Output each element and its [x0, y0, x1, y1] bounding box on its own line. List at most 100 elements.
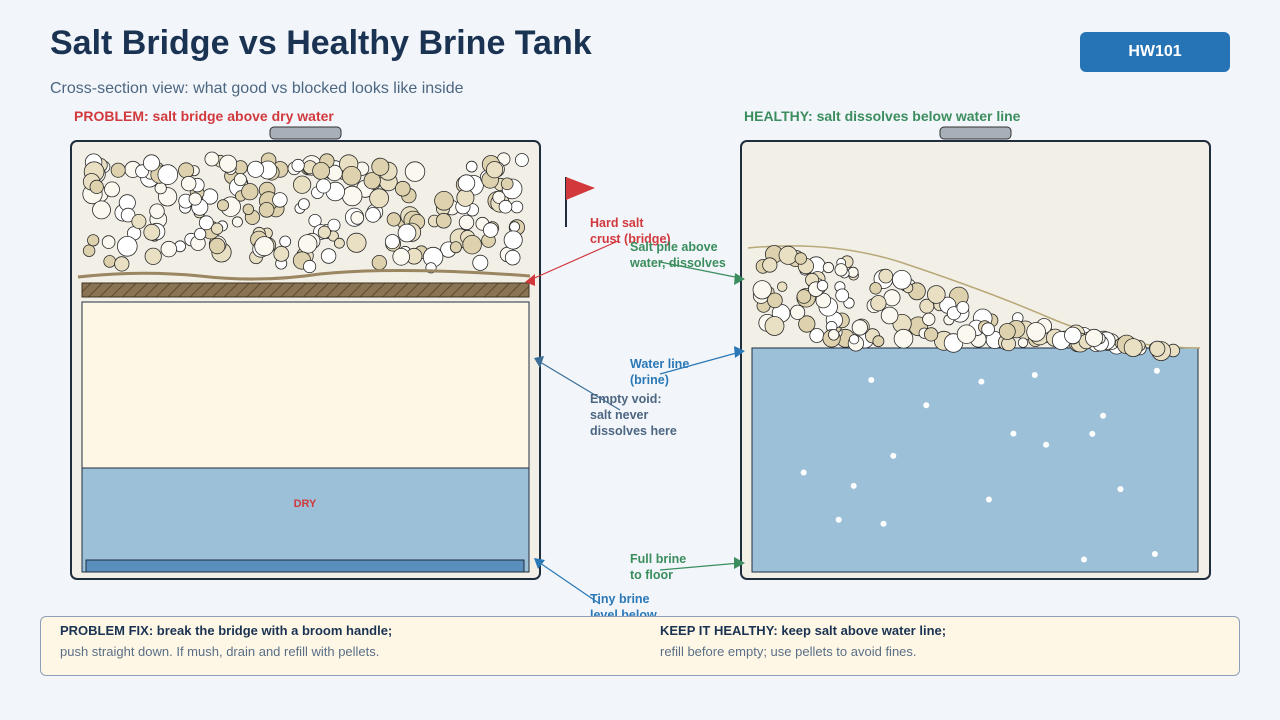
salt-pellet [279, 235, 292, 248]
salt-pellet [87, 234, 100, 247]
water-line-leader [659, 351, 741, 375]
salt-particle [1010, 430, 1017, 437]
salt-pellet [457, 174, 476, 192]
salt-pellet [777, 281, 788, 292]
salt-particle [800, 469, 807, 476]
salt-pellet [142, 154, 160, 172]
salt-pellet [483, 222, 499, 238]
salt-particle [985, 496, 992, 503]
salt-particle [1043, 441, 1050, 448]
salt-pellet [509, 221, 520, 233]
salt-pellet [219, 154, 238, 173]
salt-pellet [816, 280, 829, 292]
dry-label: DRY [294, 498, 317, 510]
salt-pellet [308, 214, 322, 228]
salt-pellet [822, 261, 835, 274]
salt-pile-arrow-icon [734, 273, 745, 285]
salt-pellet [456, 188, 475, 207]
problem-tank-lid [269, 126, 342, 140]
salt-pellet [922, 312, 936, 326]
salt-pellet [144, 247, 162, 265]
salt-pellet [188, 192, 202, 206]
salt-pellet [157, 164, 179, 185]
salt-pellet [149, 203, 165, 219]
salt-particle [1100, 412, 1107, 419]
salt-pellet [247, 160, 265, 178]
salt-pellet [767, 292, 783, 309]
salt-pellet [258, 202, 275, 218]
salt-pellet [1149, 340, 1166, 357]
salt-pellet [796, 289, 812, 304]
healthy-panel-label: HEALTHY: salt dissolves below water line [744, 108, 1021, 124]
void-leader [539, 361, 621, 411]
salt-pellet [835, 288, 850, 303]
salt-pellet [394, 180, 411, 197]
salt-pellet [242, 203, 255, 216]
healthy-note: KEEP IT HEALTHY: keep salt above water l… [660, 623, 946, 659]
salt-pellet [369, 188, 390, 209]
salt-pellet [848, 334, 860, 345]
salt-pellet [341, 166, 362, 186]
course-badge[interactable]: HW101 [1080, 32, 1230, 72]
salt-pellet [1123, 338, 1143, 358]
salt-pellet [101, 235, 116, 249]
salt-pellet [273, 245, 290, 262]
salt-pellet [384, 234, 400, 250]
salt-pellet [178, 162, 195, 179]
problem-fix-text: push straight down. If mush, drain and r… [60, 644, 380, 659]
salt-pellet [515, 153, 529, 167]
salt-pile-callout: Salt pile above water, dissolves [630, 240, 726, 270]
salt-pellet [312, 161, 331, 180]
salt-pellet [392, 247, 411, 266]
salt-pellet [180, 175, 197, 192]
salt-pellet [143, 223, 161, 241]
salt-pellet [870, 295, 887, 312]
salt-particle [880, 520, 887, 527]
salt-particle [1153, 367, 1160, 374]
tiny-brine-callout: Tiny brine level below [590, 592, 657, 617]
salt-pellet [92, 200, 111, 220]
salt-pellet [365, 207, 381, 223]
salt-pellet [485, 161, 504, 179]
salt-particle [1151, 551, 1158, 557]
salt-pellet [809, 328, 825, 343]
salt-pellet [342, 185, 363, 207]
salt-particle [923, 402, 930, 409]
problem-fix-note: PROBLEM FIX: break the bridge with a bro… [60, 623, 392, 659]
salt-pellet [764, 316, 785, 336]
salt-pellet [386, 212, 401, 227]
salt-pellet [500, 177, 514, 191]
salt-pellet [298, 234, 318, 254]
salt-pellet [880, 306, 899, 325]
salt-pellet [789, 304, 806, 320]
salt-pellet [998, 323, 1016, 340]
salt-pellet [291, 158, 305, 173]
salt-pellet [872, 335, 885, 348]
problem-fix-heading: PROBLEM FIX: break the bridge with a bro… [60, 623, 393, 638]
salt-pile-leader [659, 261, 741, 279]
water-line-arrow-icon [734, 346, 745, 358]
salt-pellet [404, 161, 426, 182]
tiny-brine-layer [85, 559, 525, 573]
salt-pellet [363, 172, 381, 190]
salt-pellet [449, 241, 462, 254]
crust-top-edge [77, 268, 531, 281]
salt-pellet [104, 181, 120, 198]
salt-pellet [1064, 326, 1082, 345]
salt-pellet [923, 327, 939, 342]
salt-pellet [492, 190, 506, 204]
salt-pellet [435, 212, 452, 229]
tips-panel: PROBLEM FIX: break the bridge with a bro… [40, 616, 1240, 676]
salt-pellet [160, 240, 178, 258]
crust-leader [529, 240, 619, 281]
salt-pellet [851, 319, 868, 336]
salt-pellet [371, 255, 387, 271]
salt-pellet [798, 315, 816, 333]
salt-pellet [834, 263, 848, 277]
salt-pellet [216, 199, 229, 212]
salt-pellet [110, 162, 126, 178]
salt-pellet [794, 252, 808, 265]
healthy-tank-lid [939, 126, 1012, 140]
problem-salt-pile [82, 151, 529, 274]
full-brine-leader [659, 562, 741, 571]
